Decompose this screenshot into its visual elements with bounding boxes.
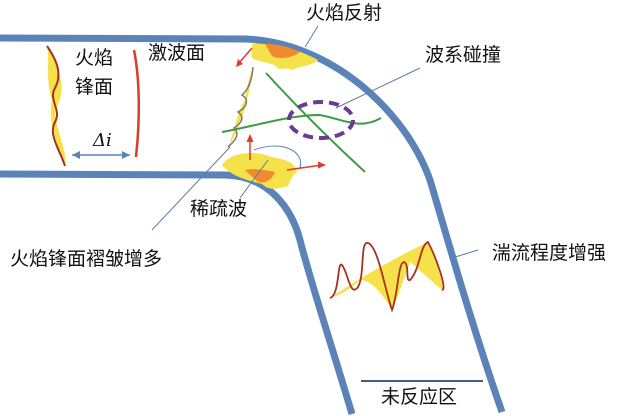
right-arrowhead (318, 161, 326, 169)
leader-wrinkle (151, 146, 231, 231)
turbulence-label: 湍流程度增强 (492, 242, 607, 264)
flame-front-line (46, 45, 66, 167)
flame-front-label-1: 火焰 (75, 47, 114, 69)
outer-wall (0, 34, 506, 414)
unreacted-zone-label: 未反应区 (381, 386, 458, 408)
wave-line-2 (221, 113, 382, 133)
shock-front-label: 激波面 (148, 42, 206, 64)
turbulent-flame-line (329, 240, 445, 313)
rarefaction-wave-label: 稀疏波 (190, 198, 248, 220)
rarefaction-core (245, 169, 275, 183)
shock-front-line (132, 49, 141, 158)
leader-wave-collision (335, 67, 421, 109)
flame-reflection-core (265, 44, 300, 59)
leader-turbulence (451, 249, 479, 259)
collision-ellipse (287, 100, 355, 140)
right-arrow (286, 164, 323, 171)
wave-collision-label: 波系碰撞 (425, 44, 502, 66)
flame-front-label-2: 锋面 (75, 76, 114, 98)
leader-flame-reflection (304, 25, 319, 48)
rarefaction-arc (253, 145, 302, 169)
flame-wrinkle-label: 火焰锋面褶皱增多 (10, 248, 163, 270)
leader-rarefaction (239, 159, 269, 199)
delta-label: Δi (93, 130, 112, 151)
reflection-arrowhead (236, 59, 243, 67)
inner-wall (0, 170, 356, 415)
turbulent-flame-fill (330, 242, 443, 310)
flame-reflection-label: 火焰反射 (306, 2, 383, 24)
wrinkled-flame-fill (228, 67, 253, 147)
wave-line-1 (265, 72, 366, 173)
wrinkled-flame-line (227, 66, 254, 148)
up-arrowhead (246, 134, 254, 142)
